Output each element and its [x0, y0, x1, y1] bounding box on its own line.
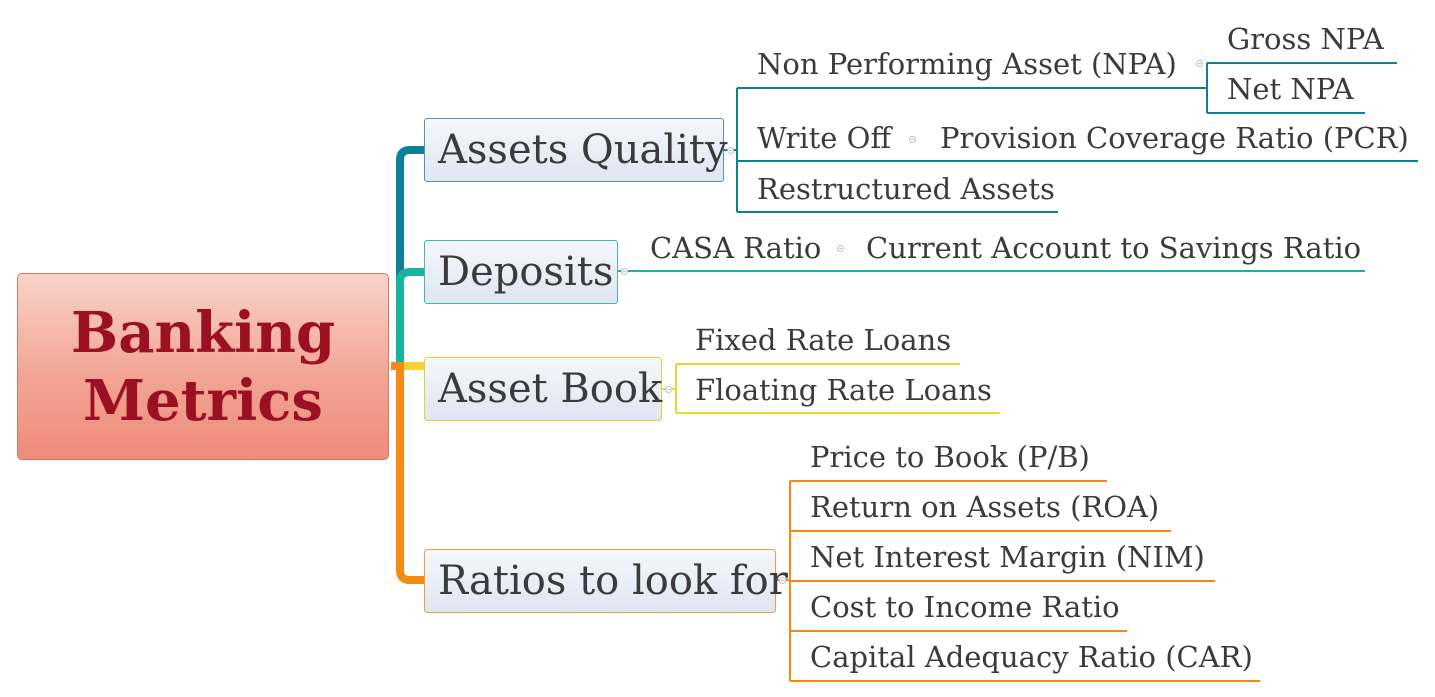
- collapse-ratios-icon[interactable]: [779, 577, 786, 584]
- branch-assets-quality[interactable]: Assets Quality: [424, 118, 728, 182]
- topic-price-to-book[interactable]: Price to Book (P/B): [810, 440, 1090, 474]
- root-topic-title: Banking Metrics: [71, 299, 335, 435]
- topic-npa[interactable]: Non Performing Asset (NPA): [757, 47, 1177, 81]
- topic-capital-adequacy[interactable]: Capital Adequacy Ratio (CAR): [810, 640, 1253, 674]
- topic-floating-rate-loans[interactable]: Floating Rate Loans: [695, 373, 992, 407]
- branch-ratios-label: Ratios to look for: [438, 558, 788, 604]
- topic-restructured-assets[interactable]: Restructured Assets: [757, 172, 1055, 206]
- root-title-line-1: Banking: [70, 299, 336, 366]
- topic-write-off[interactable]: Write Off: [757, 121, 892, 155]
- collapse-casa-icon[interactable]: [837, 245, 844, 252]
- topic-net-interest-margin[interactable]: Net Interest Margin (NIM): [810, 540, 1205, 574]
- branch-ratios-to-look-for[interactable]: Ratios to look for: [424, 549, 788, 613]
- root-topic-banking-metrics[interactable]: Banking Metrics: [17, 273, 389, 460]
- topic-pcr[interactable]: Provision Coverage Ratio (PCR): [940, 121, 1409, 155]
- branch-asset-book-label: Asset Book: [438, 366, 663, 412]
- branch-assets-quality-label: Assets Quality: [438, 127, 728, 173]
- topic-return-on-assets[interactable]: Return on Assets (ROA): [810, 490, 1160, 524]
- connector-root-assets-quality: [391, 146, 424, 370]
- collapse-write-off-icon[interactable]: [909, 136, 916, 143]
- topic-cost-to-income[interactable]: Cost to Income Ratio: [810, 590, 1120, 624]
- collapse-asset-book-icon[interactable]: [665, 386, 672, 393]
- collapse-npa-icon[interactable]: [1196, 60, 1203, 67]
- topic-net-npa[interactable]: Net NPA: [1227, 72, 1354, 106]
- root-title-line-2: Metrics: [83, 367, 323, 434]
- collapse-deposits-icon[interactable]: [621, 268, 628, 275]
- topic-gross-npa[interactable]: Gross NPA: [1227, 22, 1384, 56]
- branch-deposits[interactable]: Deposits: [424, 240, 618, 304]
- branch-deposits-label: Deposits: [438, 249, 614, 295]
- topic-current-account-to-savings[interactable]: Current Account to Savings Ratio: [866, 231, 1362, 265]
- collapse-assets-quality-icon[interactable]: [727, 147, 734, 154]
- connector-root-ratios: [391, 362, 424, 584]
- topic-casa-ratio[interactable]: CASA Ratio: [650, 231, 822, 265]
- connector-root-deposits: [391, 268, 424, 370]
- branch-asset-book[interactable]: Asset Book: [424, 357, 662, 421]
- topic-fixed-rate-loans[interactable]: Fixed Rate Loans: [695, 323, 952, 357]
